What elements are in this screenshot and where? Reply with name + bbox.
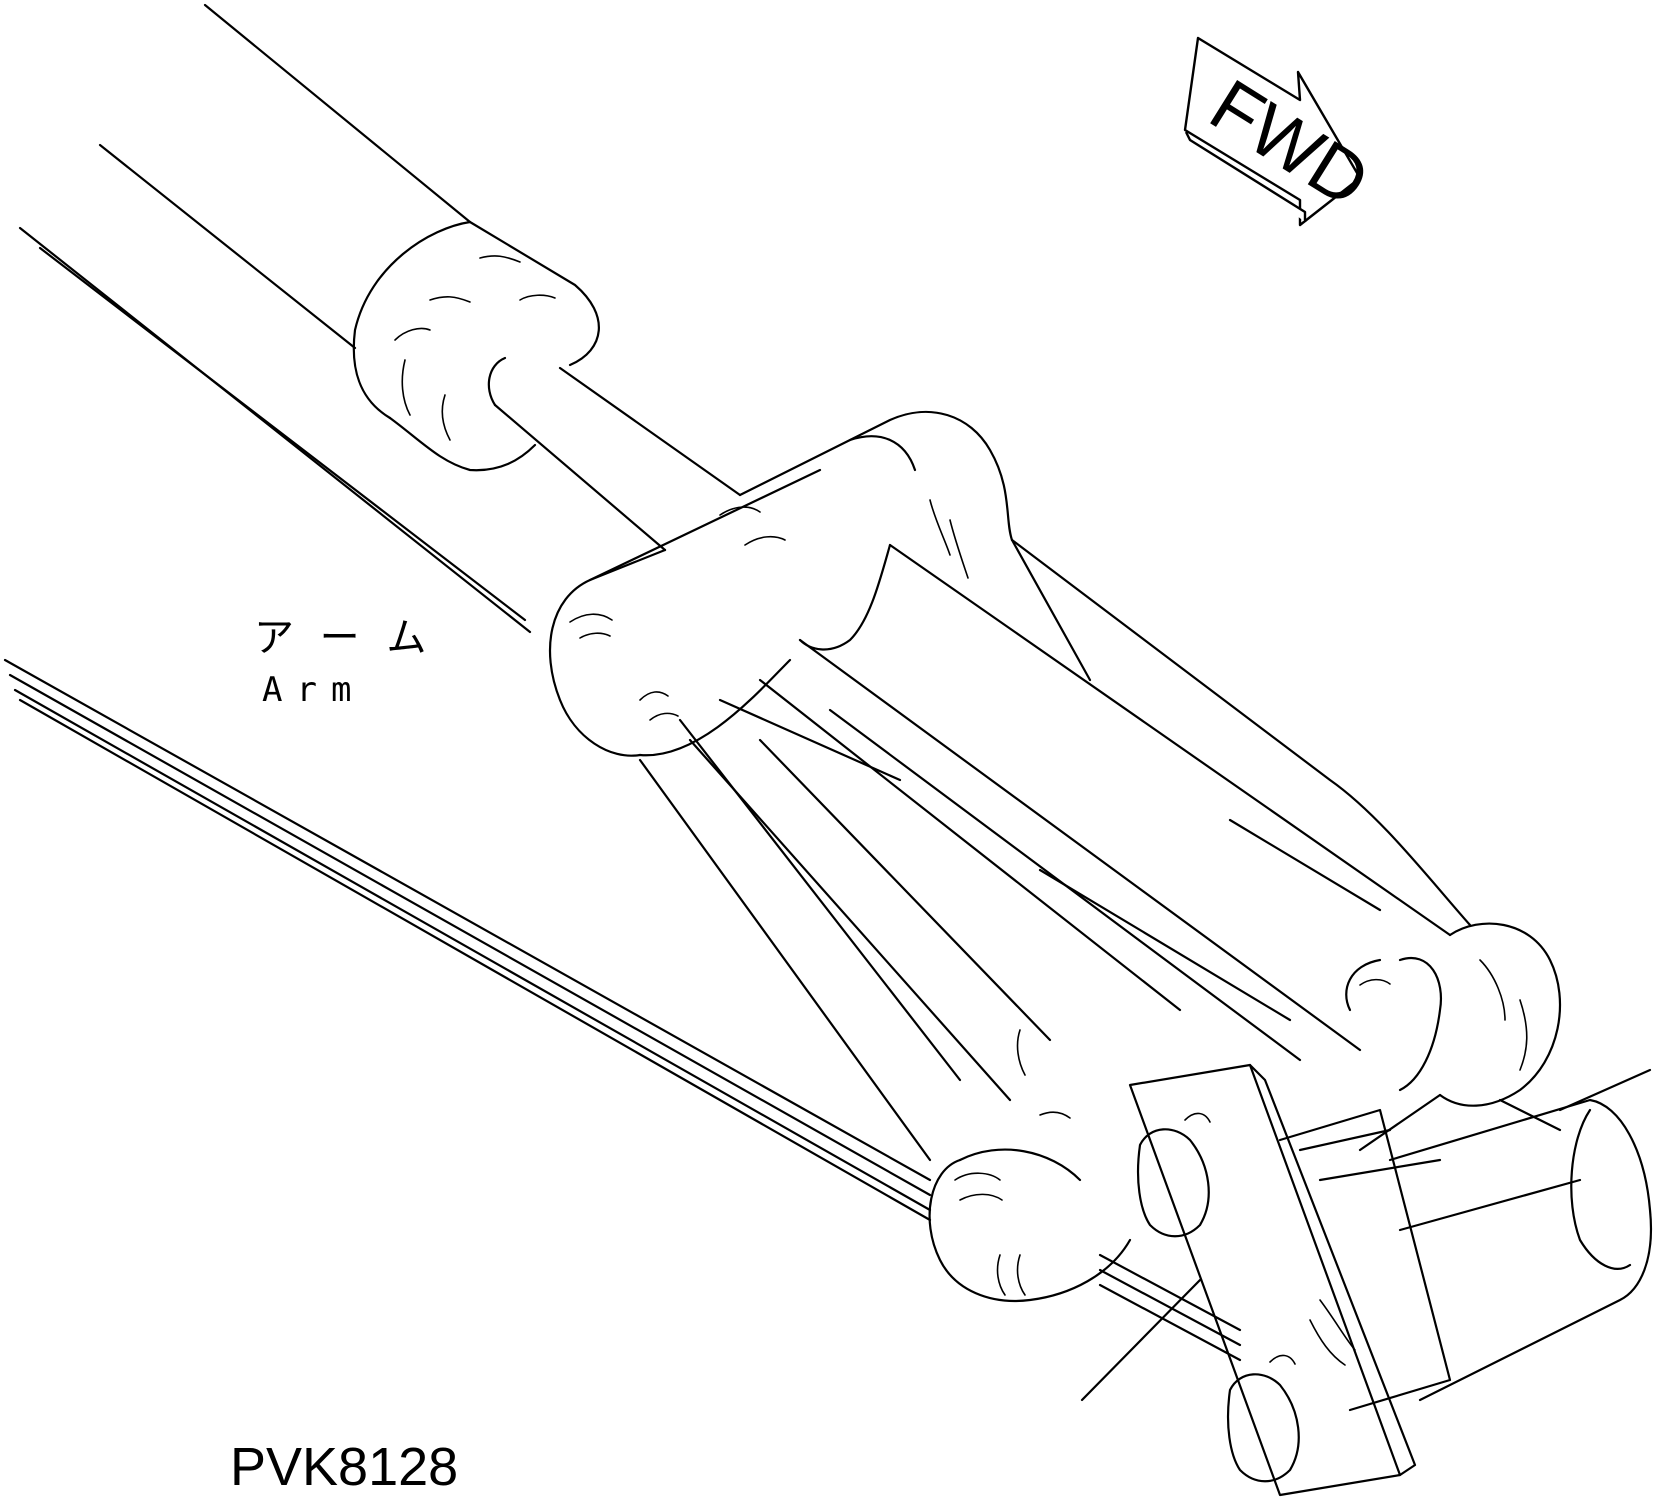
leader-line (1080, 1278, 1202, 1402)
lower-arm-lines (3, 658, 932, 1222)
lower-link-lines (1098, 1253, 1242, 1362)
upper-clevis (548, 410, 1092, 757)
drawing-code: PVK8128 (230, 1437, 459, 1497)
link-body (638, 538, 1472, 1162)
link-plate (1128, 1063, 1417, 1497)
right-pin-end (1345, 922, 1562, 1152)
fwd-label: FWD (1197, 63, 1384, 223)
cylinder-head-collar (352, 220, 600, 472)
fwd-arrow-icon: FWD (1183, 36, 1384, 227)
rear-block (1278, 1068, 1652, 1412)
part-label-japanese: アーム (254, 615, 455, 661)
part-label-english: Arm (262, 670, 366, 710)
piston-rod (487, 356, 742, 552)
boom-outline (18, 3, 532, 634)
lower-pin-end (928, 1111, 1132, 1302)
